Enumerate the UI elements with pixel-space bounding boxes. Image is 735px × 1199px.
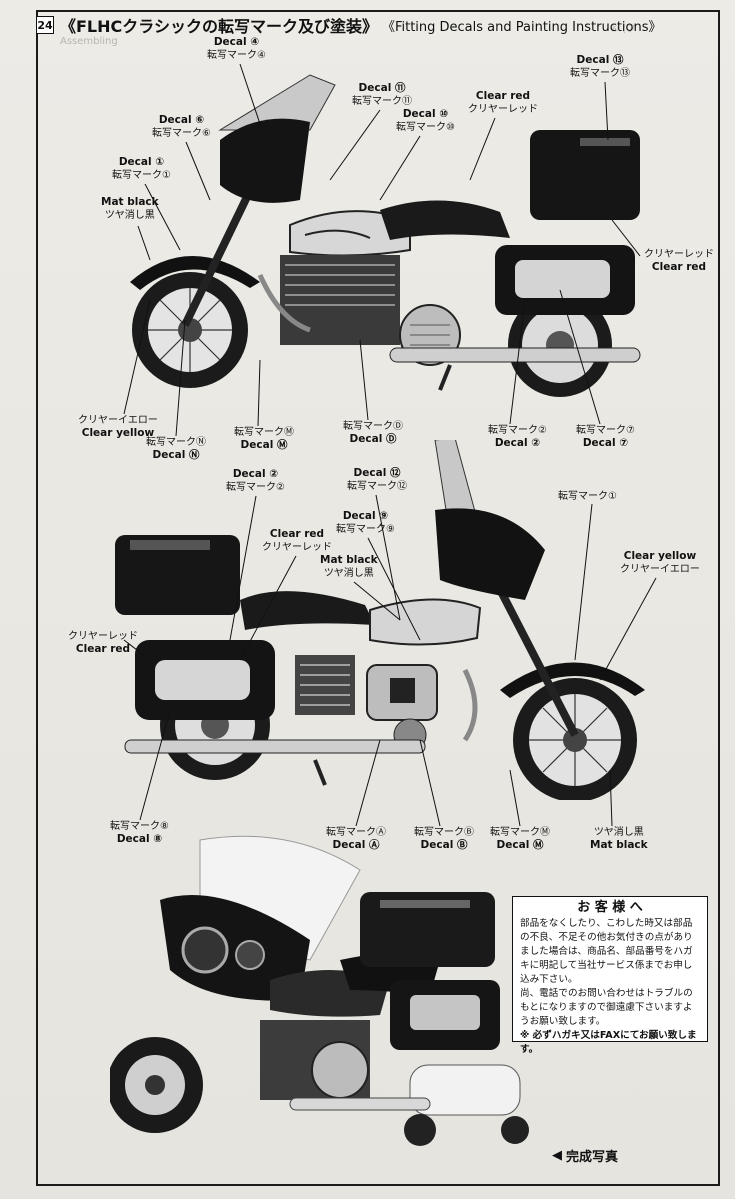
notice-body-2: 尚、電話でのお問い合わせはトラブルのもとになりますので御遠慮下さいますようお願い… [520, 988, 693, 1027]
notice-title: お 客 様 へ [577, 900, 643, 915]
triangle-left-icon: ◀ [552, 1148, 562, 1163]
notice-note: ※ 必ずハガキ又はFAXにてお願い致します。 [520, 1030, 697, 1055]
ghost-text: Assembling [60, 36, 118, 47]
notice-body: 部品をなくしたり、こわした時又は部品の不良、不足その他お気付きの点がありました場… [520, 918, 693, 985]
ghost-text: ⑥ (フ [610, 24, 637, 35]
motorcycle-side-view-top [130, 74, 641, 397]
page-frame [36, 10, 720, 1186]
customer-notice: お 客 様 へ 部品をなくしたり、こわした時又は部品の不良、不足その他お気付きの… [512, 896, 708, 1055]
caption-text: 完成写真 [566, 1150, 619, 1165]
title-jp: 《FLHCクラシックの転写マーク及び塗装》 [60, 17, 378, 36]
step-number: 24 [36, 16, 54, 34]
page-title: 24 《FLHCクラシックの転写マーク及び塗装》 《Fitting Decals… [36, 14, 662, 36]
photo-caption: ◀ 完成写真 [552, 1146, 618, 1165]
completed-model-photo [110, 835, 529, 1146]
title-en: 《Fitting Decals and Painting Instruction… [381, 19, 662, 35]
label-decal-1-mid: 転写マーク① [558, 491, 617, 502]
